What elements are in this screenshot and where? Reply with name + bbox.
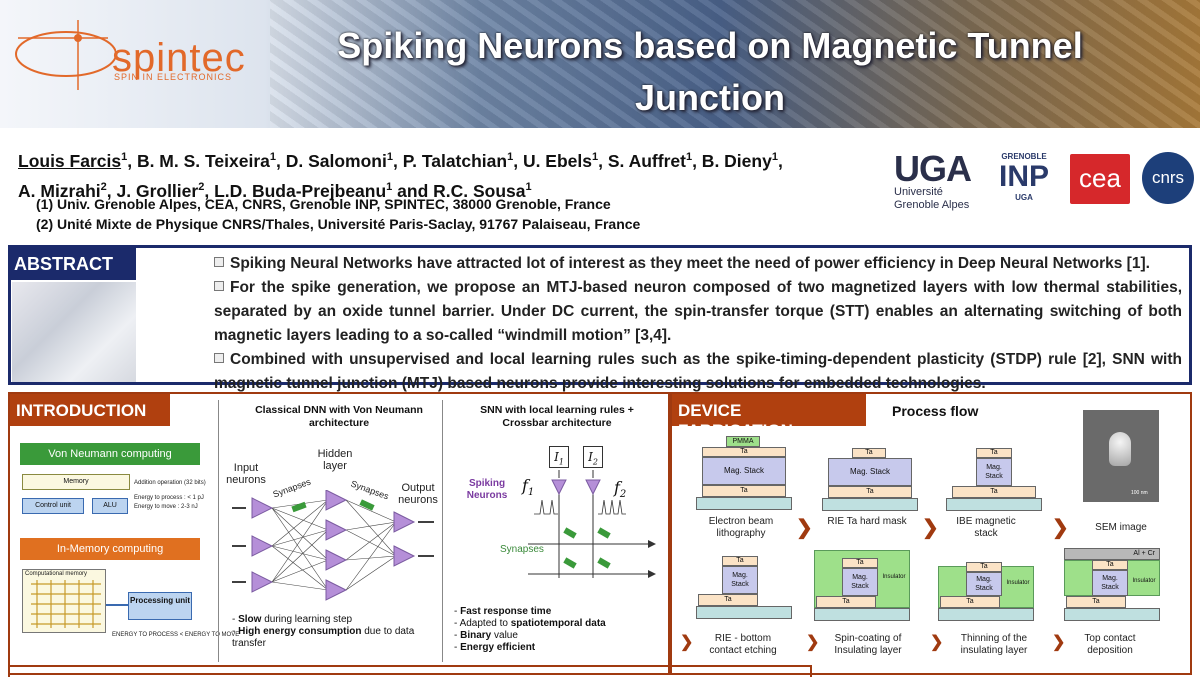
author-name: , L.D. Buda-Prejbeanu xyxy=(204,180,387,201)
stack-diagram: Ta Mag. Stack Ta xyxy=(696,556,792,622)
current-i2-box: I2 xyxy=(583,446,603,468)
stack-diagram: PMMA Ta Mag. Stack Ta xyxy=(696,436,792,512)
author-list: Louis Farcis1, B. M. S. Teixeira1, D. Sa… xyxy=(18,144,878,204)
dnn-title: Classical DNN with Von Neumann architect… xyxy=(255,404,423,429)
f1-label: f1 xyxy=(522,476,535,499)
checkbox-bullet-icon xyxy=(214,353,224,363)
cnrs-logo: cnrs xyxy=(1142,152,1194,204)
chevron-right-icon: ❯ xyxy=(922,517,939,539)
step-caption: Thinning of the insulating layer xyxy=(960,633,1028,656)
abstract-image xyxy=(12,282,136,382)
von-neumann-banner: Von Neumann computing xyxy=(20,443,200,465)
abstract-paragraph: Spiking Neural Networks have attracted l… xyxy=(214,252,1182,276)
author-name: , S. Auffret xyxy=(598,150,686,171)
poster-title: Spiking Neurons based on Magnetic Tunnel… xyxy=(337,25,1083,118)
author-name: , J. Grollier xyxy=(106,180,199,201)
divider xyxy=(218,400,219,662)
memory-block: Memory xyxy=(22,474,130,490)
hidden-layer-label: Hidden layer xyxy=(317,448,353,472)
device-fabrication-section xyxy=(670,392,1192,675)
connector-arrow-icon xyxy=(106,604,128,606)
grenoble-inp-logo: GRENOBLE INP UGA xyxy=(998,152,1049,202)
abstract-paragraph: For the spike generation, we propose an … xyxy=(214,279,1182,344)
author-name: , B. M. S. Teixeira xyxy=(127,150,270,171)
step-caption: Top contact deposition xyxy=(1084,633,1136,656)
alu-block: ALU xyxy=(92,498,128,514)
affiliation-1: (1) Univ. Grenoble Alpes, CEA, CNRS, Gre… xyxy=(36,196,611,212)
input-neurons-label: Input neurons xyxy=(226,462,266,486)
divider xyxy=(442,400,443,662)
author-name: , D. Salomoni xyxy=(275,150,387,171)
abstract-text: Spiking Neural Networks have attracted l… xyxy=(214,252,1182,396)
chevron-right-icon: ❯ xyxy=(1052,517,1069,539)
current-i1-box: I1 xyxy=(549,446,569,468)
step-caption: Spin-coating of Insulating layer xyxy=(834,633,902,656)
processing-unit-block: Processing unit xyxy=(128,592,192,620)
author-name: and R.C. Sousa xyxy=(392,180,526,201)
step-caption: SEM image xyxy=(1095,522,1147,533)
author-name: , B. Dieny xyxy=(692,150,772,171)
chevron-right-icon: ❯ xyxy=(796,517,813,539)
sem-image: 100 nm xyxy=(1083,410,1159,502)
crossbar-grid-icon xyxy=(31,580,101,628)
energy-comparison: ENERGY TO PROCESS < ENERGY TO MOVE xyxy=(112,632,240,638)
abstract-paragraph: Combined with unsupervised and local lea… xyxy=(214,351,1182,392)
chevron-right-icon: ❯ xyxy=(680,634,694,651)
checkbox-bullet-icon xyxy=(214,281,224,291)
step-caption: RIE Ta hard mask xyxy=(827,516,907,527)
spiking-neurons-label: Spiking Neurons xyxy=(466,478,508,501)
snn-synapses-label: Synapses xyxy=(500,544,544,555)
spintec-logo: spintec xyxy=(112,36,246,80)
addition-note: Addition operation (32 bits) xyxy=(134,480,206,486)
chevron-right-icon: ❯ xyxy=(1052,634,1066,651)
in-memory-banner: In-Memory computing xyxy=(20,538,200,560)
author-name: Louis Farcis xyxy=(18,150,122,171)
dnn-network-diagram xyxy=(232,490,434,601)
affiliations: (1) Univ. Grenoble Alpes, CEA, CNRS, Gre… xyxy=(36,194,640,234)
process-flow-title: Process flow xyxy=(892,403,979,419)
device-fabrication-heading: DEVICE FABRICATION xyxy=(672,394,866,440)
abstract-heading: ABSTRACT xyxy=(10,248,136,280)
author-name: , P. Talatchian xyxy=(392,150,508,171)
author-name: A. Mizrahi xyxy=(18,180,101,201)
spintec-tagline: SPIN IN ELECTRONICS xyxy=(114,72,233,82)
output-neurons-label: Output neurons xyxy=(398,482,438,506)
abstract-section xyxy=(8,245,1192,385)
snn-title: SNN with local learning rules + Crossbar… xyxy=(480,404,634,429)
control-unit-block: Control unit xyxy=(22,498,84,514)
next-section-edge xyxy=(8,665,812,677)
chevron-right-icon: ❯ xyxy=(930,634,944,651)
step-caption: RIE - bottom contact etching xyxy=(709,633,777,656)
author-line-1: Louis Farcis1, B. M. S. Teixeira1, D. Sa… xyxy=(18,150,783,171)
stack-diagram: Ta Mag. Stack Ta xyxy=(946,448,1042,512)
uga-logo: UGA Université Grenoble Alpes xyxy=(894,148,972,212)
checkbox-bullet-icon xyxy=(214,257,224,267)
stack-diagram: Ta Mag. Stack Insulator Ta xyxy=(938,562,1034,622)
chevron-right-icon: ❯ xyxy=(806,634,820,651)
stack-diagram: Ta Mag. Stack Ta xyxy=(822,448,918,512)
affiliation-2: (2) Unité Mixte de Physique CNRS/Thales,… xyxy=(36,216,641,232)
introduction-section xyxy=(8,392,670,675)
cea-logo: cea xyxy=(1070,154,1130,204)
computational-memory-grid: Computational memory xyxy=(22,569,106,633)
step-caption: Electron beam lithography xyxy=(708,516,774,539)
f2-label: f2 xyxy=(614,478,627,501)
stack-diagram: Al + Cr Ta Mag. Stack Insulator Ta xyxy=(1064,548,1160,622)
introduction-heading: INTRODUCTION xyxy=(10,394,170,426)
dnn-bullets: - Slow during learning step - High energ… xyxy=(232,614,415,649)
snn-crossbar-diagram xyxy=(528,470,656,578)
step-caption: IBE magnetic stack xyxy=(956,516,1016,539)
author-line-2: A. Mizrahi2, J. Grollier2, L.D. Buda-Pre… xyxy=(18,180,532,201)
spintec-logo-icon xyxy=(15,20,116,90)
author-name: , U. Ebels xyxy=(513,150,592,171)
stack-diagram: Ta Mag. Stack Insulator Ta xyxy=(814,550,910,622)
energy-move-note: Energy to move : 2-3 nJ xyxy=(134,504,198,510)
energy-process-note: Energy to process : < 1 pJ xyxy=(134,495,204,501)
snn-bullets: - Fast response time - Adapted to spatio… xyxy=(454,606,606,653)
header-banner: spintec SPIN IN ELECTRONICS Spiking Neur… xyxy=(0,0,1200,128)
